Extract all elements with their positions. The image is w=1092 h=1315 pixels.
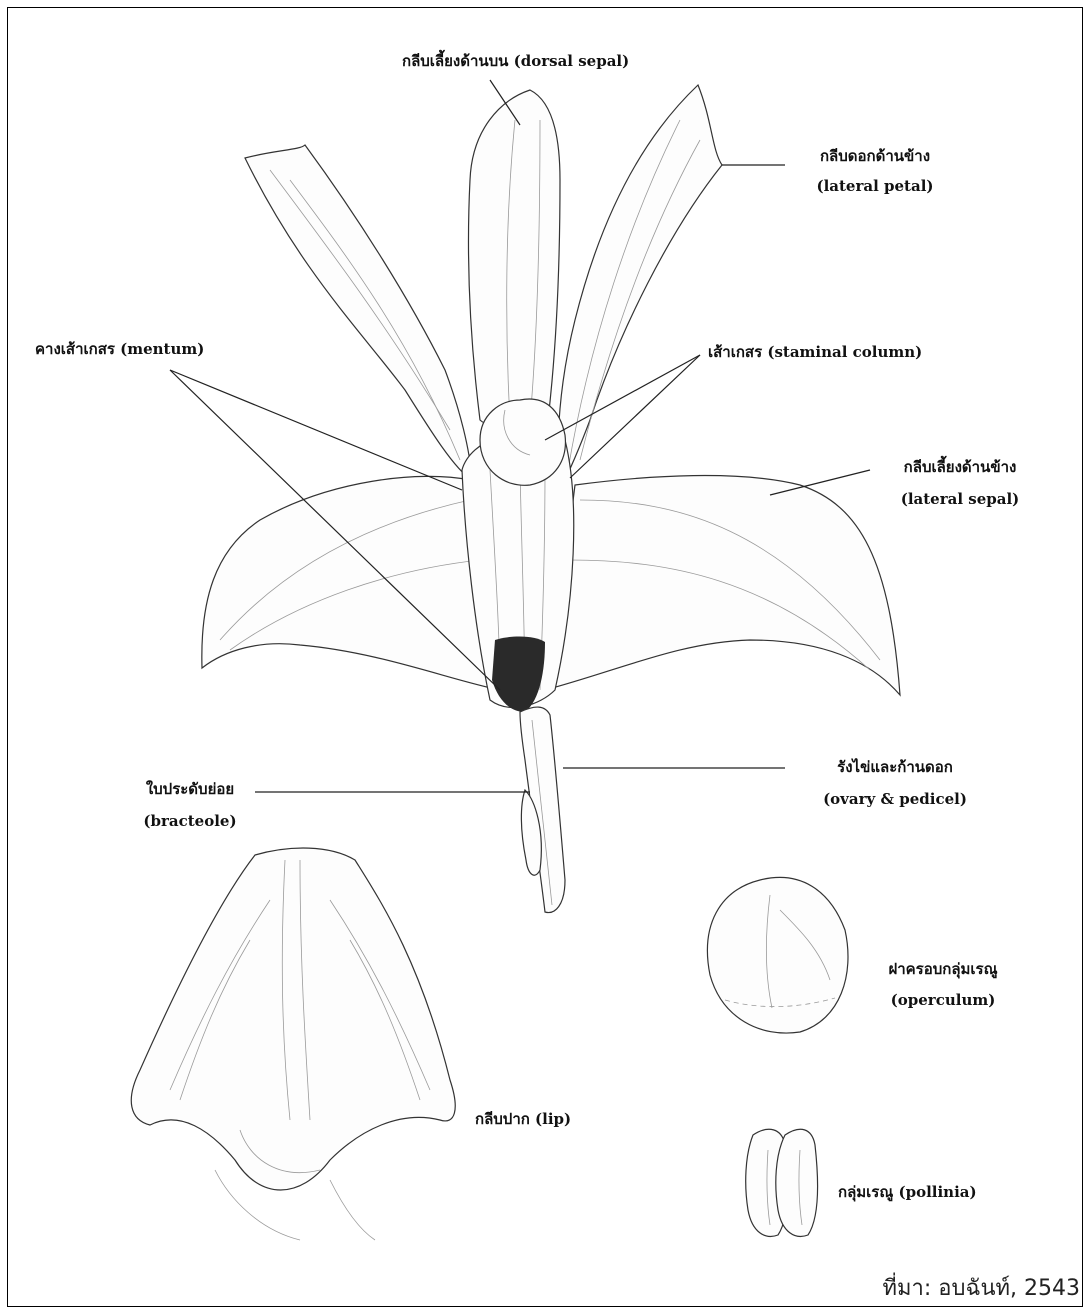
pollinia-drawing [746,1129,818,1236]
right-lateral-sepal [545,476,900,695]
label-bracteole-en: (bracteole) [130,812,250,831]
label-dorsal-sepal: กลีบเลี้ยงด้านบน (dorsal sepal) [402,52,629,71]
label-ovary-en: (ovary & pedicel) [790,790,1000,809]
left-lateral-sepal [202,476,500,690]
label-staminal-column: เส้าเกสร (staminal column) [708,343,922,362]
label-ovary-th: รังไข่และก้านดอก [790,758,1000,777]
label-operculum-en: (operculum) [848,991,1038,1010]
label-lateral-petal-en: (lateral petal) [790,177,960,196]
label-lateral-sepal-th: กลีบเลี้ยงด้านข้าง [870,458,1050,477]
label-bracteole-th: ใบประดับย่อย [130,780,250,799]
left-lateral-petal [245,145,472,480]
label-lateral-petal-th: กลีบดอกด้านข้าง [790,147,960,166]
operculum-drawing [707,877,848,1033]
label-operculum-th: ฝาครอบกลุ่มเรณู [848,960,1038,979]
label-pollinia: กลุ่มเรณู (pollinia) [838,1183,977,1202]
lip-drawing [131,848,455,1240]
right-lateral-petal [558,85,722,490]
label-mentum: คางเส้าเกสร (mentum) [35,340,204,359]
anther-cap [480,399,565,485]
dorsal-sepal [468,90,560,428]
source-credit: ที่มา: อบฉันท์, 2543 [883,1270,1080,1305]
label-lateral-sepal-en: (lateral sepal) [870,490,1050,509]
label-lip: กลีบปาก (lip) [475,1110,571,1129]
